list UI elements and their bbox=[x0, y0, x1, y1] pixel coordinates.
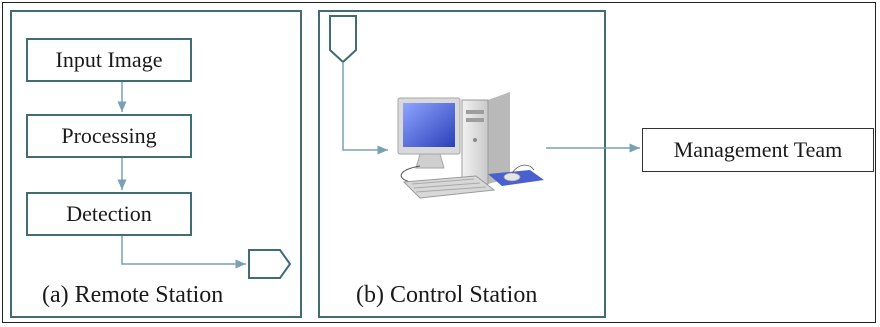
computer-workstation-icon bbox=[397, 92, 544, 199]
control-station-caption: (b) Control Station bbox=[356, 282, 538, 308]
detection-box: Detection bbox=[26, 192, 192, 236]
processing-box: Processing bbox=[26, 114, 192, 158]
management-team-box: Management Team bbox=[642, 128, 874, 172]
detection-label: Detection bbox=[66, 201, 152, 226]
offpage-connector-out-icon bbox=[248, 249, 292, 279]
processing-label: Processing bbox=[61, 123, 157, 148]
arrow-connector-to-computer bbox=[342, 62, 388, 155]
figure-frame bbox=[2, 2, 876, 323]
arrow-detection-to-connector bbox=[121, 236, 246, 269]
management-team-label: Management Team bbox=[673, 137, 843, 162]
input-image-label: Input Image bbox=[55, 47, 163, 72]
offpage-connector-in-icon bbox=[329, 15, 357, 64]
input-image-box: Input Image bbox=[26, 38, 192, 82]
remote-station-caption: (a) Remote Station bbox=[42, 282, 224, 308]
